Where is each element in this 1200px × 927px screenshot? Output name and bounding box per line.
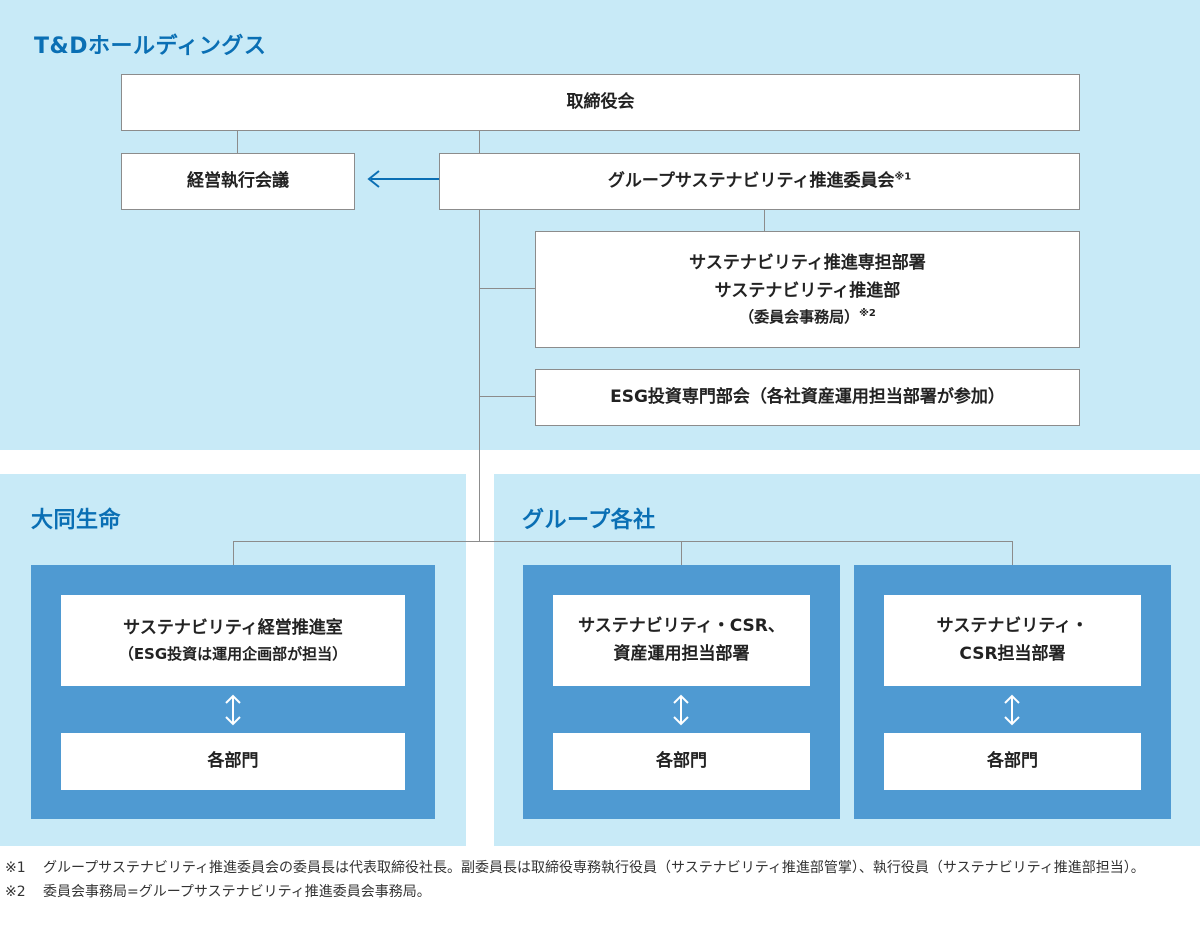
group-right-double-arrow-icon: [1004, 694, 1020, 726]
esg-subcommittee-label: ESG投資専門部会（各社資産運用担当部署が参加）: [610, 386, 1005, 407]
dept-line-3-text: （委員会事務局）: [739, 307, 860, 326]
management-meeting-box: 経営執行会議: [121, 153, 355, 210]
group-left-line-1: サステナビリティ・CSR、: [578, 616, 785, 637]
board-box: 取締役会: [121, 74, 1080, 131]
daido-office-line-2: （ESG投資は運用企画部が担当）: [118, 645, 348, 664]
dept-line-3: （委員会事務局）※2: [739, 305, 876, 329]
board-label: 取締役会: [566, 91, 635, 112]
group-left-double-arrow-icon: [673, 694, 689, 726]
daido-double-arrow-icon: [225, 694, 241, 726]
management-meeting-label: 経営執行会議: [187, 170, 289, 191]
sustainability-dept-box: サステナビリティ推進専担部署 サステナビリティ推進部 （委員会事務局）※2: [535, 231, 1080, 348]
daido-title: 大同生命: [31, 508, 122, 533]
holdings-title: T&Dホールディングス: [34, 34, 267, 59]
esg-subcommittee-box: ESG投資専門部会（各社資産運用担当部署が参加）: [535, 369, 1080, 426]
footnote-1-mark: ※1: [5, 860, 26, 876]
group-right-divisions-box: 各部門: [884, 733, 1141, 790]
connector-to-daido: [233, 541, 234, 565]
connector-trunk: [479, 209, 480, 541]
group-left-office-box: サステナビリティ・CSR、 資産運用担当部署: [553, 595, 810, 686]
note-1-mark: ※1: [894, 171, 912, 183]
connector-committee-to-dept: [764, 209, 765, 231]
connector-horizontal-bottom: [233, 541, 1013, 542]
group-right-line-2: CSR担当部署: [959, 643, 1066, 664]
group-left-line-2: 資産運用担当部署: [613, 643, 750, 664]
group-title: グループ各社: [522, 508, 656, 533]
group-left-divisions-label: 各部門: [656, 750, 707, 771]
connector-to-dept: [479, 288, 535, 289]
group-right-office-box: サステナビリティ・ CSR担当部署: [884, 595, 1141, 686]
connector-board-to-trunk: [479, 130, 480, 153]
footnote-1: ※1 グループサステナビリティ推進委員会の委員長は代表取締役社長。副委員長は取締…: [5, 858, 1195, 878]
group-left-divisions-box: 各部門: [553, 733, 810, 790]
group-committee-text: グループサステナビリティ推進委員会: [607, 170, 895, 191]
footnote-2: ※2 委員会事務局=グループサステナビリティ推進委員会事務局。: [5, 882, 1195, 902]
daido-divisions-box: 各部門: [61, 733, 405, 790]
daido-office-line-1: サステナビリティ経営推進室: [123, 617, 343, 638]
daido-divisions-label: 各部門: [207, 750, 259, 771]
dept-line-2: サステナビリティ推進部: [714, 280, 901, 301]
connector-board-to-meeting: [237, 130, 238, 153]
connector-to-group-right: [1012, 541, 1013, 565]
connector-to-group-left: [681, 541, 682, 565]
footnote-2-mark: ※2: [5, 884, 26, 901]
footnote-2-text: 委員会事務局=グループサステナビリティ推進委員会事務局。: [43, 884, 431, 901]
connector-to-esg: [479, 396, 535, 397]
footnote-1-text: グループサステナビリティ推進委員会の委員長は代表取締役社長。副委員長は取締役専務…: [43, 860, 1145, 876]
footnotes: ※1 グループサステナビリティ推進委員会の委員長は代表取締役社長。副委員長は取締…: [5, 858, 1195, 907]
dept-line-1: サステナビリティ推進専担部署: [689, 253, 926, 274]
note-2-mark: ※2: [859, 307, 876, 319]
group-committee-label: グループサステナビリティ推進委員会※1: [608, 168, 911, 195]
group-right-divisions-label: 各部門: [987, 750, 1038, 771]
group-right-line-1: サステナビリティ・: [936, 616, 1089, 637]
group-committee-box: グループサステナビリティ推進委員会※1: [439, 153, 1080, 210]
report-arrow-icon: [367, 170, 441, 188]
daido-office-box: サステナビリティ経営推進室 （ESG投資は運用企画部が担当）: [61, 595, 405, 686]
